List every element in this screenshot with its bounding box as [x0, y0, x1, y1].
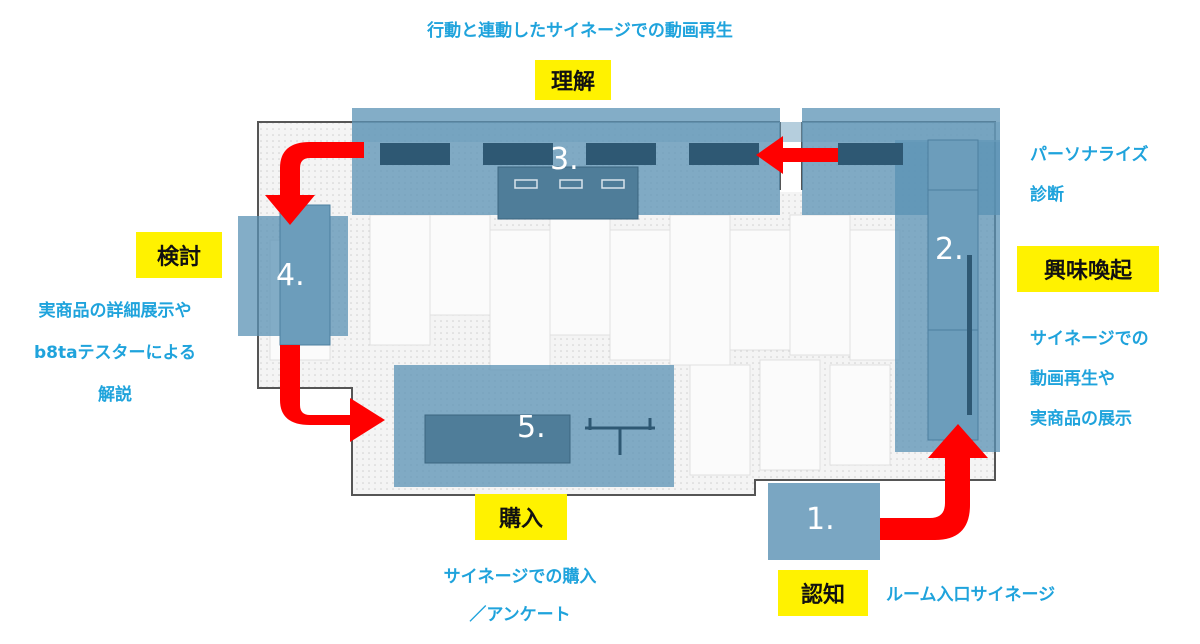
- right-wall-screen: [967, 255, 972, 415]
- stage-4-description-line3: 解説: [98, 385, 132, 405]
- flow-arrows: [265, 136, 988, 540]
- checkout-counter: [424, 414, 571, 464]
- stage-5-description-line1: サイネージでの購入: [443, 567, 597, 587]
- stage-5-description-line2: ／アンケート: [469, 605, 571, 625]
- stage-2-tag: 興味喚起: [1017, 246, 1159, 292]
- stage-4-tag: 検討: [136, 232, 222, 278]
- stage-4-description-line2: b8taテスターによる: [33, 343, 197, 363]
- stage-1-description: ルーム入口サイネージ: [886, 585, 1056, 605]
- stage-number-2: 2.: [935, 232, 964, 267]
- stage-number-3: 3.: [550, 142, 579, 177]
- display-table: [497, 166, 639, 220]
- floor-tiles: [269, 214, 901, 476]
- stage-1-tag: 認知: [778, 570, 868, 616]
- zone-1: [768, 483, 880, 560]
- stage-4-description-line1: 実商品の詳細展示や: [38, 301, 192, 321]
- stage-2-description-line3: 実商品の展示: [1030, 409, 1132, 429]
- stage-5-tag: 購入: [475, 494, 567, 540]
- personalize-note-line1: パーソナライズ: [1030, 145, 1149, 165]
- stage-number-1: 1.: [806, 502, 835, 537]
- stage-number-4: 4.: [276, 258, 305, 293]
- stage-number-5: 5.: [517, 410, 546, 445]
- personalize-note-line2: 診断: [1030, 185, 1064, 205]
- top-shelf-screens: [380, 143, 903, 165]
- shelf-line: [352, 122, 1000, 142]
- stage-2-description-line1: サイネージでの: [1030, 329, 1149, 349]
- stage-2-description-line2: 動画再生や: [1030, 369, 1115, 389]
- stage-3-description: 行動と連動したサイネージでの動画再生: [427, 21, 733, 41]
- checkout-terminal: [585, 418, 655, 455]
- stage-3-tag: 理解: [535, 60, 611, 100]
